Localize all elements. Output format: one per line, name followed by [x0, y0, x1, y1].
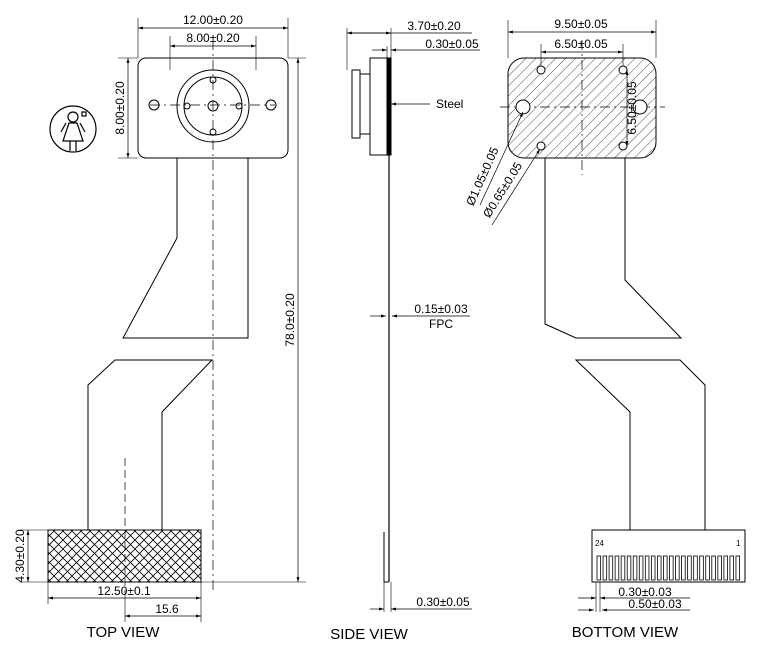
connector-pin — [608, 555, 614, 581]
side-dim-bottom: 0.30±0.05 — [416, 595, 470, 609]
bottom-dim-inner: 6.50±0.05 — [554, 37, 608, 51]
top-view-title: TOP VIEW — [87, 624, 161, 641]
connector-pin — [663, 555, 668, 581]
top-module-body — [137, 57, 289, 159]
bottom-fpc-cable — [544, 158, 706, 531]
bottom-hole-small-1 — [536, 65, 546, 75]
top-dim-height: 8.00±0.20 — [113, 81, 127, 135]
side-view — [346, 28, 480, 612]
bottom-dim-pin-width: 0.50±0.03 — [628, 597, 682, 611]
top-dim-offset: 15.6 — [155, 602, 179, 616]
top-fpc-cable — [87, 158, 249, 531]
bottom-hole-big-left — [515, 99, 531, 115]
side-steel-plate — [386, 57, 392, 156]
top-connector-pad — [47, 529, 202, 583]
top-dim-pad-width: 12.50±0.1 — [97, 584, 151, 598]
top-dim-width: 12.00±0.20 — [183, 13, 243, 27]
connector-pin — [687, 555, 692, 581]
connector-pin — [693, 555, 698, 581]
connector-pin — [626, 555, 632, 581]
connector-pin — [596, 555, 602, 581]
connector-pin — [675, 555, 680, 581]
bottom-hole-big-right — [632, 99, 648, 115]
connector-pin — [669, 555, 674, 581]
connector-pin — [711, 555, 716, 581]
bottom-view-title: BOTTOM VIEW — [572, 624, 679, 641]
connector-pin — [644, 555, 650, 581]
top-view — [20, 18, 306, 622]
side-dim-thickness: 3.70±0.20 — [407, 19, 461, 33]
bottom-dim-pitch: 0.30±0.03 — [618, 585, 672, 599]
side-view-title: SIDE VIEW — [330, 626, 408, 643]
side-label-fpc: FPC — [429, 317, 453, 331]
connector-pin — [602, 555, 608, 581]
side-lens-barrel — [351, 69, 361, 139]
side-module-body — [369, 57, 388, 156]
connector-pin — [723, 555, 728, 581]
connector-pin — [620, 555, 626, 581]
connector-pin — [717, 555, 722, 581]
connector-pin — [638, 555, 644, 581]
bottom-pin-1-label: 1 — [736, 539, 741, 548]
top-dim-length: 78.0±0.20 — [283, 293, 297, 347]
top-dim-inner: 8.00±0.20 — [186, 31, 240, 45]
side-label-steel: Steel — [436, 97, 463, 111]
bottom-hole-small-4 — [618, 141, 628, 151]
bottom-pin-24-label: 24 — [595, 539, 604, 548]
side-dim-fpc: 0.15±0.03 — [414, 302, 468, 316]
top-dim-pad-height: 4.30±0.20 — [13, 529, 27, 583]
connector-pin — [650, 555, 656, 581]
bottom-hole-small-2 — [618, 65, 628, 75]
bottom-dim-vert: 6.50±0.05 — [625, 81, 639, 135]
girl-icon — [49, 105, 97, 153]
connector-pin — [614, 555, 620, 581]
bottom-view — [479, 20, 746, 612]
bottom-hole-small-3 — [536, 141, 546, 151]
connector-pin — [735, 555, 741, 581]
connector-pin — [705, 555, 710, 581]
connector-pin — [632, 555, 638, 581]
bottom-connector-pins — [596, 555, 741, 581]
bottom-dim-width: 9.50±0.05 — [554, 17, 608, 31]
connector-pin — [681, 555, 686, 581]
connector-pin — [657, 555, 662, 581]
connector-pin — [729, 555, 734, 581]
connector-pin — [699, 555, 704, 581]
side-dim-plate: 0.30±0.05 — [425, 37, 479, 51]
